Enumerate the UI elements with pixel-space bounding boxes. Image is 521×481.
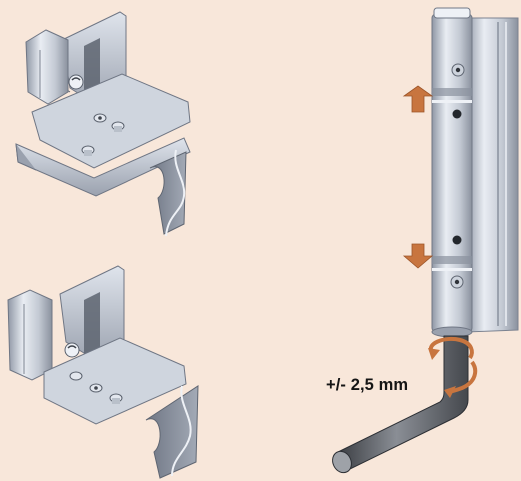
adjustment-label: +/- 2,5 mm — [326, 376, 409, 394]
arrow-up-icon — [402, 85, 434, 113]
rotation-arrow-icon — [428, 337, 478, 398]
hinge-bracket-bottom — [7, 265, 199, 479]
allen-key — [332, 335, 469, 474]
arrow-down-icon — [402, 243, 434, 269]
door-hinge — [431, 7, 519, 338]
hinge-bracket-top — [15, 11, 191, 237]
